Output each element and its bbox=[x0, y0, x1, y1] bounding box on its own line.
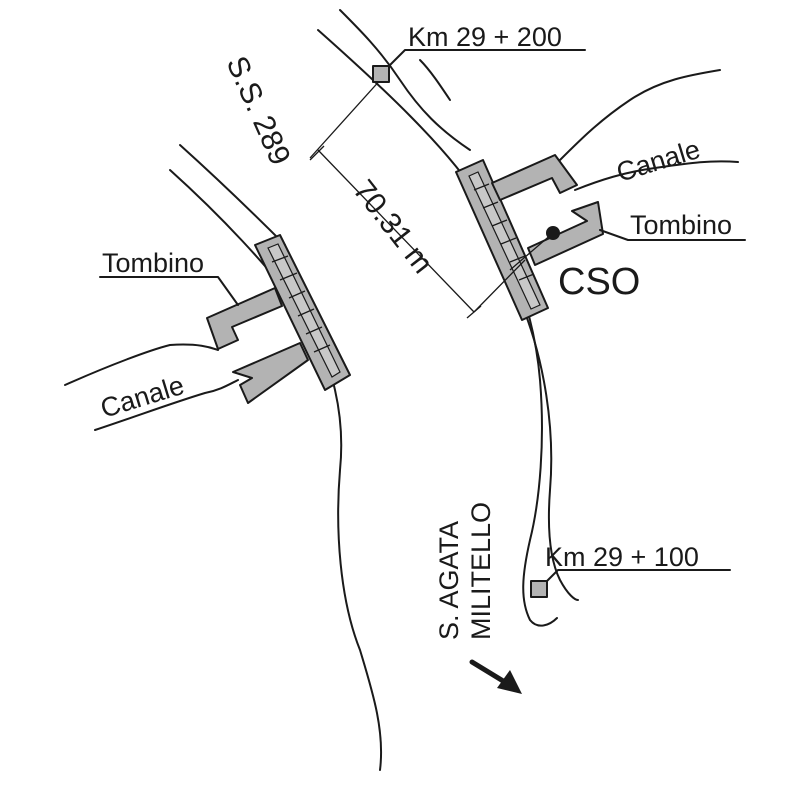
distance-label: 70.31 m bbox=[346, 174, 439, 280]
right-culvert-structure bbox=[455, 154, 604, 321]
road-right-shoulder bbox=[519, 299, 579, 601]
tombino-right-leader bbox=[599, 229, 746, 241]
road-top-right bbox=[419, 59, 451, 101]
direction-label-line1: S. AGATA bbox=[434, 521, 464, 640]
km-lower-label: Km 29 + 100 bbox=[545, 542, 699, 572]
tombino-right-label: Tombino bbox=[630, 210, 732, 240]
left-culvert-structure bbox=[206, 234, 351, 404]
canale-right-label: Canale bbox=[613, 134, 704, 188]
canale-left-label: Canale bbox=[97, 370, 188, 424]
tombino-left-label: Tombino bbox=[102, 248, 204, 278]
km-marker-lower-leader bbox=[546, 569, 731, 582]
right-canale-top bbox=[559, 69, 721, 161]
km-marker-upper-leader bbox=[388, 49, 586, 67]
left-canale-top bbox=[64, 343, 219, 386]
road-right-edge bbox=[317, 29, 558, 627]
km-marker-lower bbox=[530, 580, 548, 598]
road-right-edge-top bbox=[339, 9, 471, 151]
right-canale-bottom bbox=[574, 160, 739, 191]
km-upper-label: Km 29 + 200 bbox=[408, 22, 562, 52]
tombino-left-leader bbox=[99, 276, 239, 306]
km-marker-upper bbox=[372, 65, 390, 83]
cso-leader bbox=[509, 232, 554, 271]
direction-arrow bbox=[469, 659, 522, 694]
cso-label: CSO bbox=[558, 261, 640, 303]
direction-label-line2: MILITELLO bbox=[466, 502, 496, 640]
distance-dimension bbox=[309, 77, 526, 319]
left-canale-bottom bbox=[94, 379, 239, 431]
road-name-label: S.S. 289 bbox=[220, 51, 297, 170]
